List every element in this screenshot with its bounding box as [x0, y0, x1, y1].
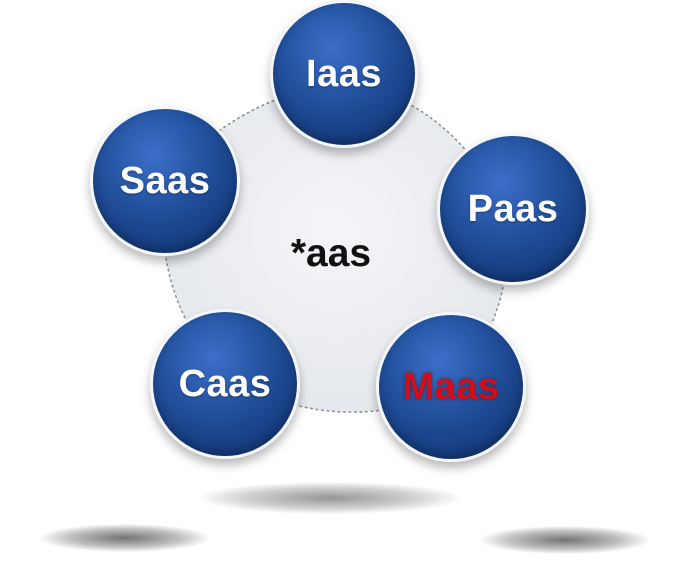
node-iaas-label: Iaas [306, 52, 382, 95]
ground-shadow-center [200, 482, 460, 514]
ground-shadow-left [40, 524, 210, 552]
center-label: *aas [290, 232, 372, 275]
node-saas[interactable]: Saas [90, 106, 240, 256]
node-iaas[interactable]: Iaas [270, 0, 418, 148]
node-maas-label: Maas [402, 365, 500, 408]
node-paas[interactable]: Paas [437, 133, 589, 285]
node-paas-label: Paas [467, 187, 559, 230]
node-caas[interactable]: Caas [150, 309, 300, 459]
node-saas-label: Saas [119, 159, 211, 202]
node-maas[interactable]: Maas [376, 312, 526, 462]
ground-shadow-right [480, 526, 650, 554]
node-caas-label: Caas [178, 362, 272, 405]
